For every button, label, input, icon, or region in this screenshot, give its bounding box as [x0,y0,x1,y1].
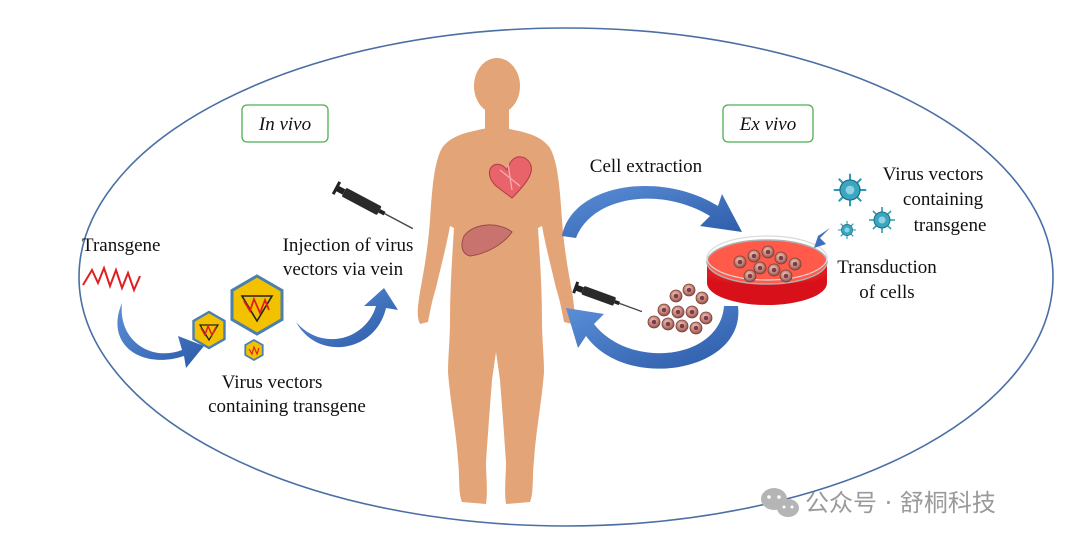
virus-small-icon [837,220,857,240]
ex-vivo-tag: Ex vivo [739,114,796,135]
syringe-in-vivo-icon [331,181,414,230]
human-body-figure [417,58,575,504]
injection-line2: vectors via vein [283,259,404,280]
ex-vivo-tag-box [722,104,814,143]
transgene-squiggle-icon [82,265,141,293]
ex-vivo-vectors-line2: containing [903,189,984,210]
arrow-transgene-to-vectors-icon [117,303,204,368]
extracted-cells-group [647,283,713,335]
injection-line1: Injection of virus [283,235,414,256]
arrow-virus-to-dish-icon [814,228,830,248]
virus-vector-medium-icon [192,310,226,350]
watermark: 公众号 · 舒桐科技 [761,488,996,517]
syringe-ex-vivo-icon [572,281,643,313]
in-vivo-tag: In vivo [258,114,311,135]
ex-vivo-vectors-line1: Virus vectors [883,164,984,185]
outer-ellipse [78,27,1054,527]
arrow-vectors-to-vein-icon [296,288,398,348]
transduction-line2: of cells [859,282,914,303]
virus-medium-icon [868,206,896,234]
wechat-icon [761,488,799,517]
virus-vector-small-icon [244,338,264,362]
transduction-line1: Transduction [837,257,937,278]
arrow-cell-extraction-icon [562,185,742,238]
watermark-text: 公众号 · 舒桐科技 [805,489,996,517]
cell-extraction-label: Cell extraction [590,156,703,177]
virus-vector-large-icon [230,274,284,336]
virus-large-icon [832,172,868,208]
in-vivo-vectors-line1: Virus vectors [222,372,323,393]
arrow-return-cells-icon [566,306,739,369]
in-vivo-tag-box [241,104,329,143]
transgene-label: Transgene [82,235,160,256]
in-vivo-vectors-line2: containing transgene [208,396,366,417]
ex-vivo-vectors-line3: transgene [914,215,987,236]
